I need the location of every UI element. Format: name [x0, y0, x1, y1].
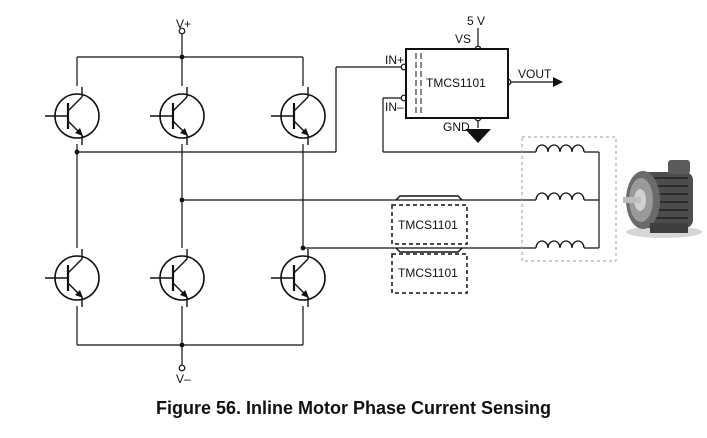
ground-icon: [465, 129, 491, 143]
in-pos-pin-label: IN+: [385, 53, 404, 67]
inline-sensor-1-label: TMCS1101: [398, 218, 458, 232]
inline-sensor-1: TMCS1101: [391, 204, 468, 245]
transistor-high-c: [270, 86, 327, 146]
transistor-low-b: [149, 248, 206, 308]
motor-windings: [535, 140, 585, 250]
figure-caption: Figure 56. Inline Motor Phase Current Se…: [155, 398, 552, 418]
bridge-wiring: [76, 28, 600, 365]
sensor-part-label: TMCS1101: [426, 76, 486, 90]
inline-sensor-2-label: TMCS1101: [398, 266, 458, 280]
transistor-high-b: [149, 86, 206, 146]
motor-image: [623, 160, 702, 238]
vout-pin-label: VOUT: [518, 67, 552, 81]
junction-dots: [74, 54, 306, 348]
gnd-pin-label: GND: [443, 120, 470, 134]
vout-arrow-icon: [553, 77, 563, 87]
vs-pin-label: VS: [455, 32, 471, 46]
vs-value-label: 5 V: [467, 14, 485, 28]
current-sensor-ic: TMCS1101: [405, 48, 509, 119]
in-neg-pin-label: IN–: [385, 100, 404, 114]
motor-winding-box: [521, 136, 617, 262]
inline-sensor-2: TMCS1101: [391, 253, 468, 294]
transistor-high-a: [44, 86, 101, 146]
transistor-low-c: [270, 248, 327, 308]
supply-negative-label: V–: [176, 372, 191, 386]
supply-positive-label: V+: [176, 17, 191, 31]
transistor-low-a: [44, 248, 101, 308]
inline-sensor-breaks: [395, 195, 463, 253]
